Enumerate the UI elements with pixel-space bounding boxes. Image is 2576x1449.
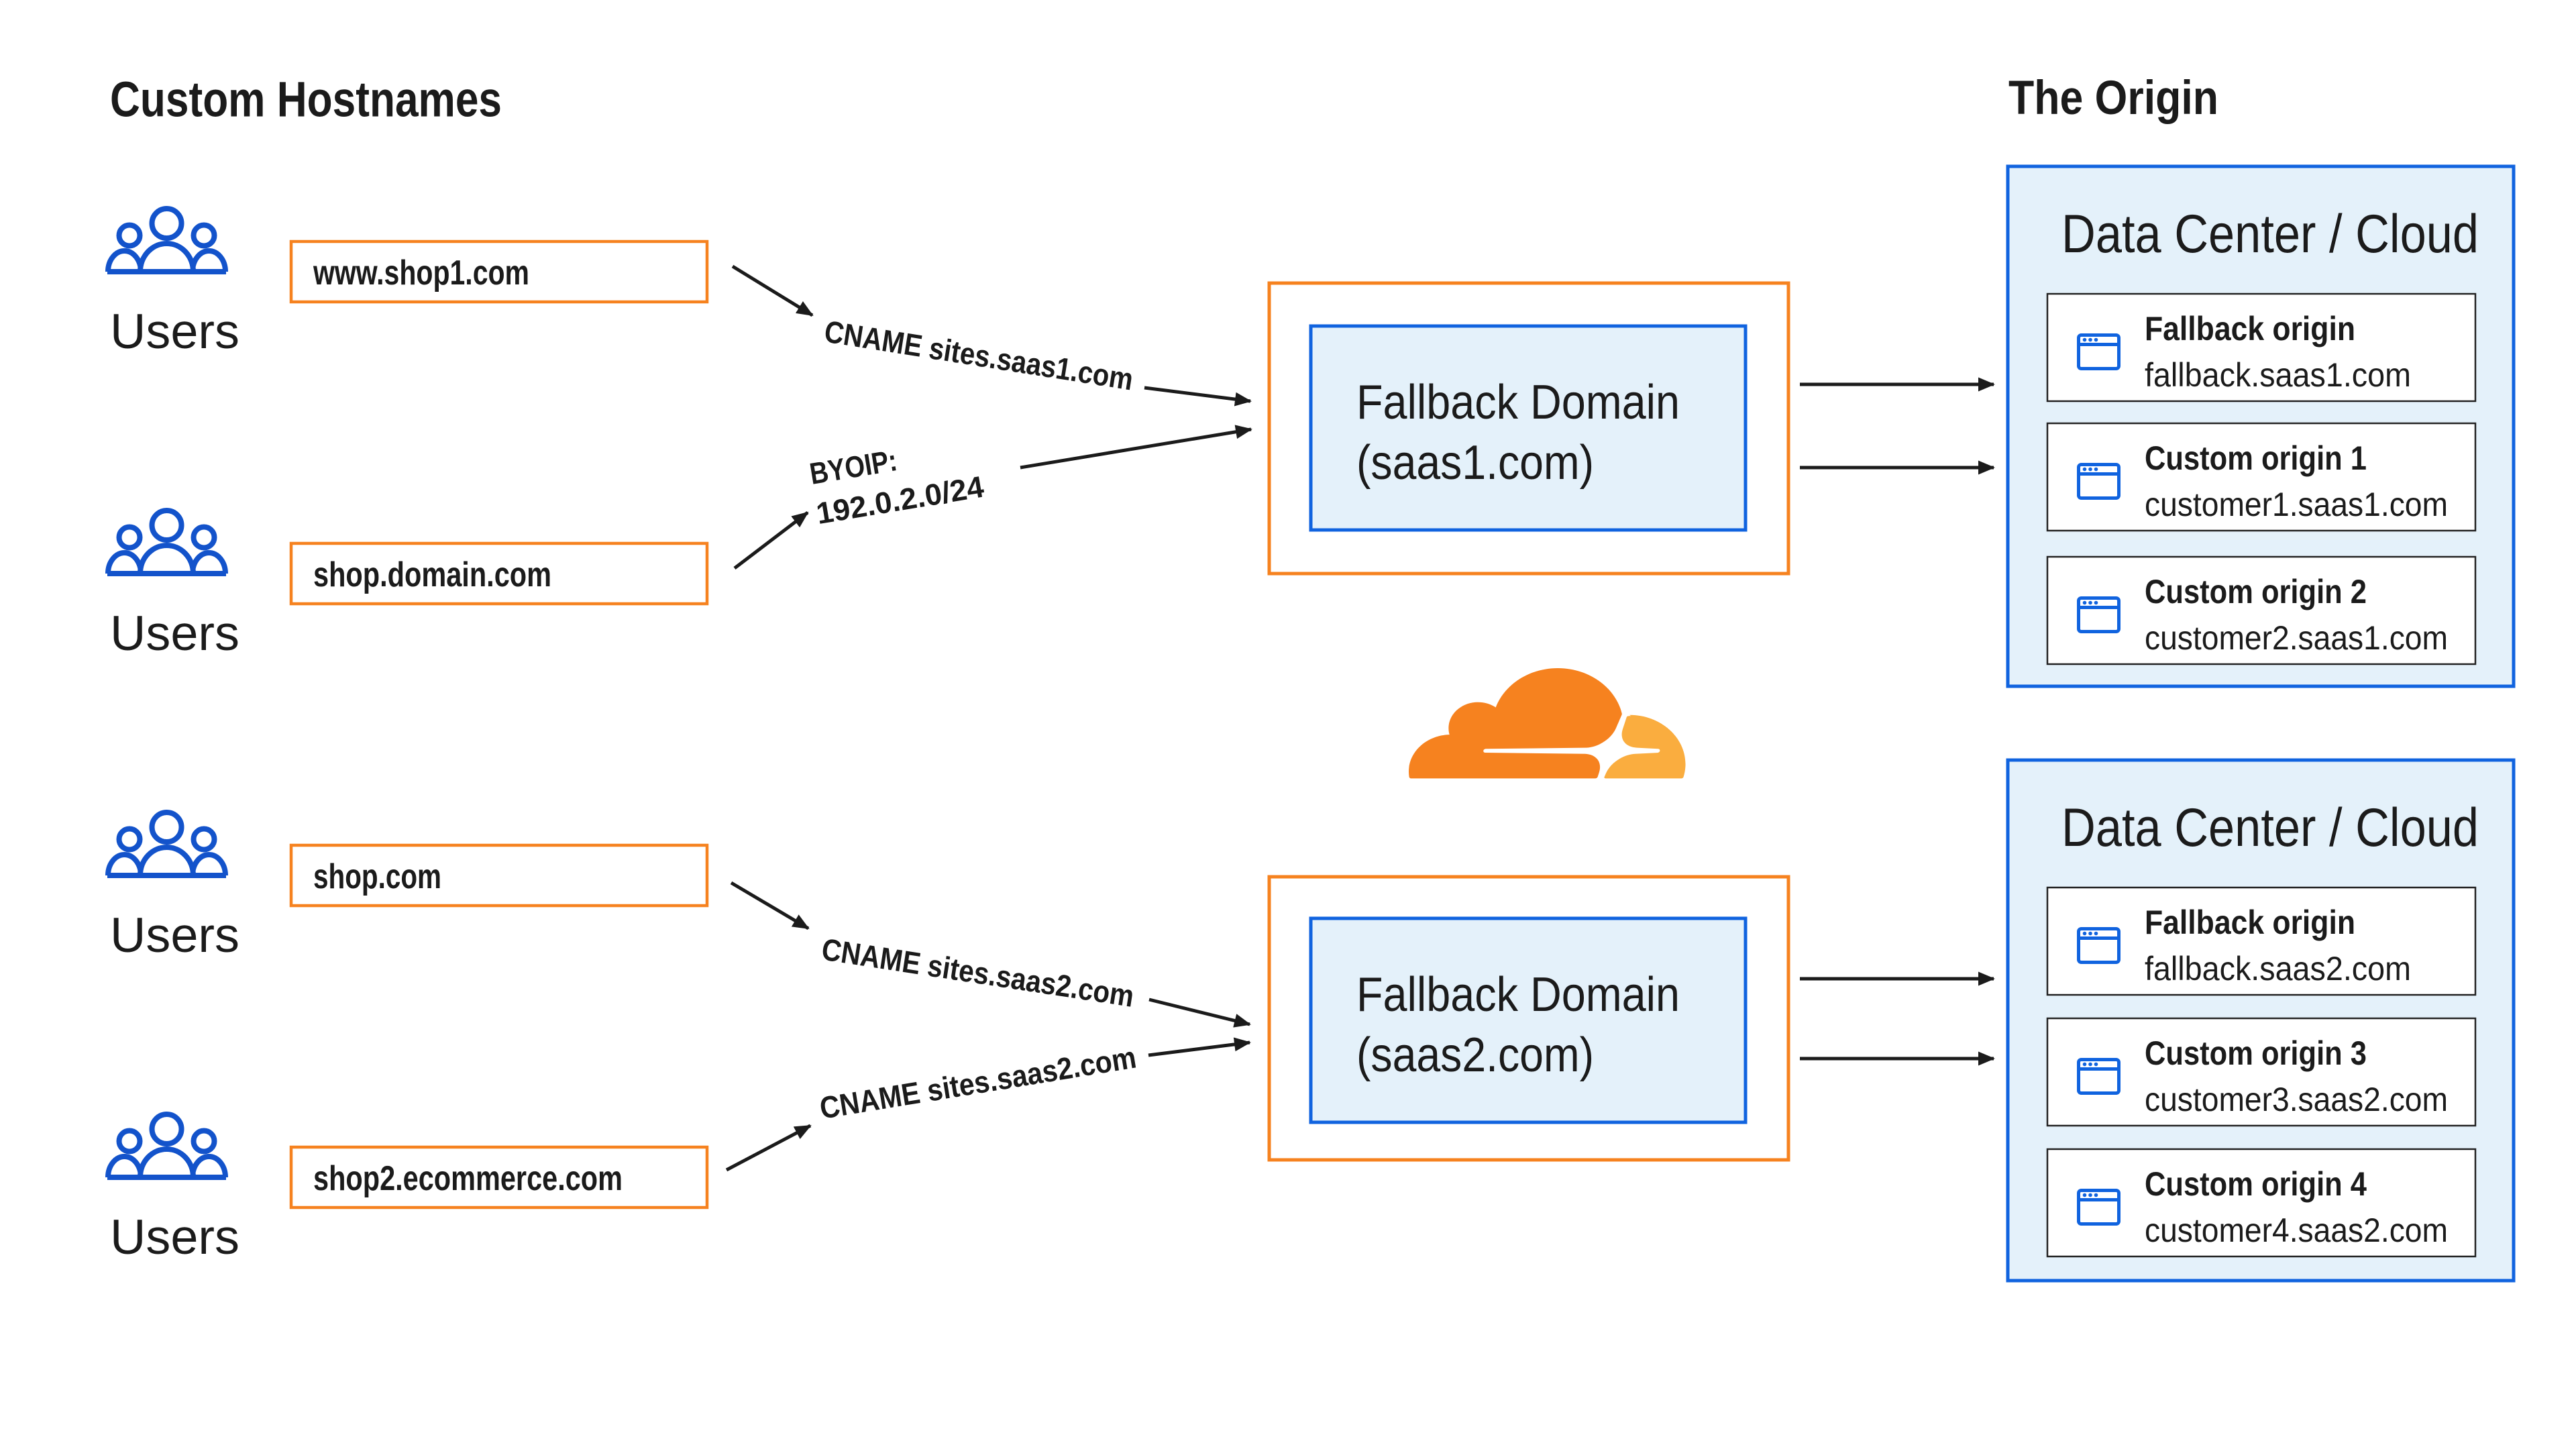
svg-text:shop.domain.com: shop.domain.com [313,555,551,594]
svg-text:The Origin: The Origin [2008,72,2218,125]
svg-text:CNAME sites.saas2.com: CNAME sites.saas2.com [819,931,1136,1013]
svg-text:(saas2.com): (saas2.com) [1356,1028,1594,1082]
svg-text:customer4.saas2.com: customer4.saas2.com [2145,1212,2448,1249]
svg-text:Data Center / Cloud: Data Center / Cloud [2061,204,2479,264]
svg-text:Users: Users [110,606,239,661]
svg-text:shop.com: shop.com [313,857,441,896]
svg-text:Custom Hostnames: Custom Hostnames [110,72,502,127]
svg-text:www.shop1.com: www.shop1.com [313,254,529,292]
svg-text:Custom origin 4: Custom origin 4 [2145,1165,2367,1203]
svg-text:fallback.saas1.com: fallback.saas1.com [2145,356,2411,394]
svg-text:Data Center / Cloud: Data Center / Cloud [2061,798,2479,858]
svg-text:Fallback origin: Fallback origin [2145,310,2355,347]
svg-text:Users: Users [110,1210,239,1265]
svg-text:Users: Users [110,305,239,359]
svg-text:customer2.saas1.com: customer2.saas1.com [2145,619,2448,657]
svg-text:Fallback Domain: Fallback Domain [1356,376,1680,429]
svg-text:Fallback Domain: Fallback Domain [1356,968,1680,1022]
svg-text:Users: Users [110,908,239,963]
svg-text:Custom origin 1: Custom origin 1 [2145,439,2367,477]
svg-text:customer3.saas2.com: customer3.saas2.com [2145,1081,2448,1118]
svg-text:Custom origin 3: Custom origin 3 [2145,1034,2367,1072]
svg-text:customer1.saas1.com: customer1.saas1.com [2145,486,2448,523]
svg-text:shop2.ecommerce.com: shop2.ecommerce.com [313,1159,623,1198]
svg-text:CNAME sites.saas1.com: CNAME sites.saas1.com [822,314,1135,397]
svg-text:(saas1.com): (saas1.com) [1356,436,1594,490]
svg-text:CNAME sites.saas2.com: CNAME sites.saas2.com [817,1039,1138,1125]
svg-text:Fallback origin: Fallback origin [2145,904,2355,941]
svg-text:fallback.saas2.com: fallback.saas2.com [2145,950,2411,987]
svg-text:BYOIP:: BYOIP: [807,443,900,491]
svg-text:Custom origin 2: Custom origin 2 [2145,573,2367,610]
